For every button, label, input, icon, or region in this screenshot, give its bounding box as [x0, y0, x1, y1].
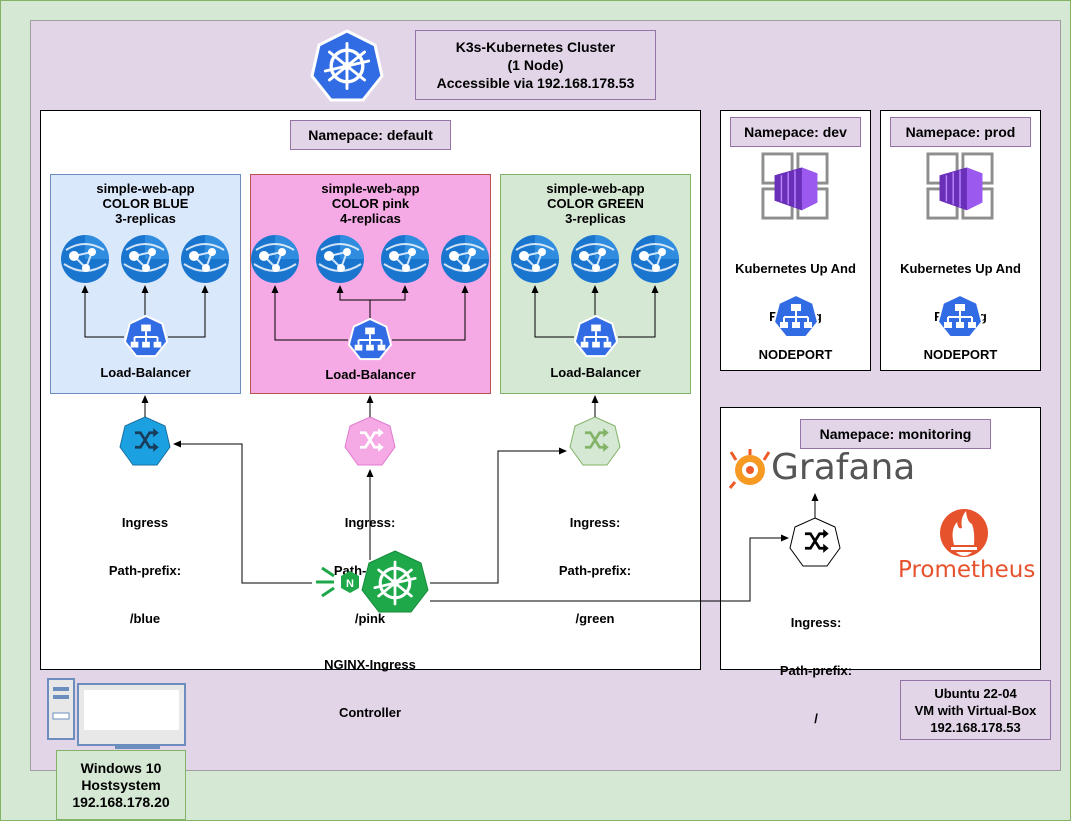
app-pink-color: COLOR pink: [331, 196, 410, 211]
lb-green-connectors: [531, 285, 659, 338]
nginx-ingress-controller-icon: N: [316, 550, 429, 613]
app-box-green: [500, 174, 691, 394]
prometheus-wordmark: Prometheus: [898, 557, 1036, 583]
ingress-green-line-2: Path-prefix:: [558, 563, 632, 578]
dev-app-label-line-1: Kubernetes Up And: [735, 261, 856, 276]
prometheus-icon: [940, 509, 988, 557]
nginx-label-line-2: Controller: [338, 705, 402, 720]
dev-container-icon: [761, 152, 829, 220]
dev-nodeport-icon: [773, 294, 819, 338]
host-label-line-1: Windows 10: [80, 759, 162, 776]
vm-label-line-2: VM with Virtual-Box: [914, 702, 1037, 718]
lb-pink-label: Load-Balancer: [325, 367, 416, 382]
lb-pink-connectors: [271, 285, 469, 341]
pod-pink-4-icon: [440, 234, 490, 284]
ingress-blue-line-2: Path-prefix:: [108, 563, 182, 578]
prod-app-label-line-1: Kubernetes Up And: [900, 261, 1021, 276]
namespace-dev-label: Namepace: dev: [730, 117, 861, 147]
ingress-blue-line-3: /blue: [129, 611, 161, 626]
ingress-monitoring-line-1: Ingress:: [790, 615, 842, 630]
grafana-icon: [728, 449, 771, 489]
pod-pink-1-icon: [250, 234, 300, 284]
ingress-green-label: Ingress: Path-prefix: /green: [535, 483, 655, 643]
app-green-name: simple-web-app: [546, 181, 645, 196]
ingress-pink-icon: [344, 416, 396, 466]
namespace-prod-label: Namepace: prod: [890, 117, 1031, 147]
cluster-title-line-2: (1 Node): [507, 57, 564, 73]
cluster-title-line-3: Accessible via 192.168.178.53: [436, 75, 635, 91]
app-green-color: COLOR GREEN: [547, 196, 644, 211]
ingress-blue-icon: [119, 416, 171, 466]
host-label: Windows 10 Hostsystem 192.168.178.20: [56, 750, 186, 820]
app-green-replicas: 3-replicas: [565, 211, 626, 226]
namespace-monitoring-label: Namepace: monitoring: [800, 419, 991, 449]
pod-blue-1-icon: [60, 234, 110, 284]
lb-blue-label: Load-Balancer: [100, 365, 191, 380]
app-blue-title: simple-web-app COLOR BLUE 3-replicas: [50, 181, 241, 226]
cluster-label: K3s-Kubernetes Cluster (1 Node) Accessib…: [415, 30, 656, 100]
pod-green-3-icon: [630, 234, 680, 284]
pod-green-1-icon: [510, 234, 560, 284]
grafana-wordmark: Grafana: [771, 447, 916, 488]
ingress-to-lb-connectors: [141, 395, 819, 518]
app-blue-replicas: 3-replicas: [115, 211, 176, 226]
nginx-label-line-1: NGINX-Ingress: [324, 657, 416, 672]
ingress-green-line-3: /green: [575, 611, 615, 626]
ingress-monitoring-line-3: /: [814, 711, 818, 726]
app-pink-title: simple-web-app COLOR pink 4-replicas: [250, 181, 491, 226]
app-pink-replicas: 4-replicas: [340, 211, 401, 226]
prod-container-icon: [926, 152, 994, 220]
nginx-to-ingress-connectors: [173, 440, 789, 602]
namespace-default-label: Namepace: default: [290, 120, 451, 150]
ingress-green-icon: [569, 416, 621, 466]
pod-green-2-icon: [570, 234, 620, 284]
load-balancer-blue-icon: [124, 315, 168, 358]
cluster-title-line-1: K3s-Kubernetes Cluster: [455, 39, 616, 55]
app-blue-name: simple-web-app: [96, 181, 195, 196]
kubernetes-logo-icon: [310, 29, 384, 102]
ingress-pink-line-3: /pink: [354, 611, 386, 626]
app-box-blue: [50, 174, 241, 394]
app-blue-color: COLOR BLUE: [102, 196, 189, 211]
load-balancer-pink-icon: [348, 318, 392, 361]
app-pink-name: simple-web-app: [321, 181, 420, 196]
load-balancer-green-icon: [574, 315, 618, 358]
ingress-blue-line-1: Ingress: [121, 515, 169, 530]
vm-label-line-1: Ubuntu 22-04: [934, 685, 1017, 701]
ingress-monitoring-line-2: Path-prefix:: [779, 663, 853, 678]
pod-blue-2-icon: [120, 234, 170, 284]
dev-nodeport-label: NODEPORT: [758, 347, 833, 362]
lb-blue-connectors: [81, 285, 209, 338]
host-label-line-2: Hostsystem: [81, 776, 161, 793]
ingress-blue-label: Ingress Path-prefix: /blue: [85, 483, 205, 643]
pod-blue-3-icon: [180, 234, 230, 284]
vm-label-line-3: 192.168.178.53: [930, 719, 1021, 735]
prod-nodeport-icon: [937, 294, 983, 338]
lb-green-label: Load-Balancer: [550, 365, 641, 380]
pod-pink-3-icon: [380, 234, 430, 284]
host-label-line-3: 192.168.178.20: [72, 793, 170, 810]
host-computer-icon: [47, 678, 186, 749]
ingress-green-line-1: Ingress:: [569, 515, 621, 530]
app-green-title: simple-web-app COLOR GREEN 3-replicas: [500, 181, 691, 226]
svg-text:N: N: [346, 578, 354, 590]
nginx-controller-label: NGINX-Ingress Controller: [305, 625, 435, 737]
pod-pink-2-icon: [315, 234, 365, 284]
prod-nodeport-label: NODEPORT: [923, 347, 998, 362]
vm-label: Ubuntu 22-04 VM with Virtual-Box 192.168…: [900, 680, 1051, 740]
ingress-monitoring-icon: [789, 517, 841, 567]
ingress-monitoring-label: Ingress: Path-prefix: /: [756, 583, 876, 743]
